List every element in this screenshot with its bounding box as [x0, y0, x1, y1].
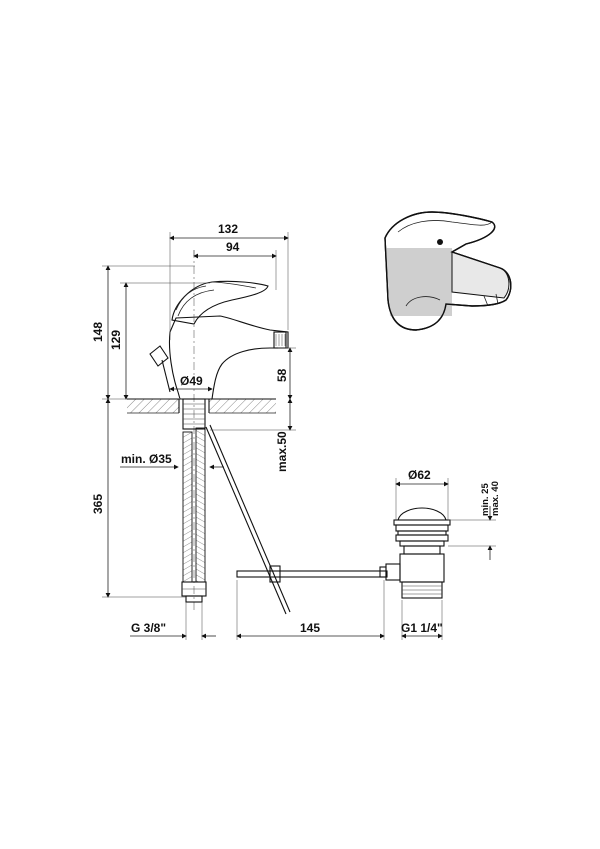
dim-365: 365: [91, 494, 105, 514]
dim-min-35: min. Ø35: [121, 452, 172, 466]
dim-132: 132: [218, 222, 238, 236]
waste-dimensions: Ø62 min. 25 max. 40 G1 1/4": [395, 468, 501, 640]
dim-g1-1-4: G1 1/4": [401, 621, 443, 635]
faucet-3d-illustration: [384, 211, 512, 331]
pop-up-waste: [379, 507, 451, 599]
dim-max-50: max.50: [275, 431, 289, 472]
horizontal-rod: [236, 570, 388, 578]
dim-58: 58: [275, 368, 289, 382]
faucet-dimensions: 132 94 148 129 Ø49 58 max.50 min. Ø35: [91, 222, 385, 640]
lever-handle: [171, 280, 269, 325]
pop-up-rod: [209, 424, 291, 613]
flex-hose-left: [182, 431, 193, 583]
pop-up-knob: [149, 345, 169, 367]
dim-62: Ø62: [408, 468, 431, 482]
dim-max-40: max. 40: [490, 481, 501, 516]
dim-min-25: min. 25: [480, 483, 491, 516]
dim-148: 148: [91, 322, 105, 342]
dim-94: 94: [226, 240, 240, 254]
dim-49: Ø49: [180, 374, 203, 388]
faucet-body: [168, 315, 289, 400]
faucet-side-view: [127, 250, 388, 615]
waste-body: [399, 553, 445, 583]
dim-g-3-8: G 3/8": [131, 621, 166, 635]
dim-129: 129: [109, 330, 123, 350]
flex-hose-right: [195, 427, 206, 583]
dim-145: 145: [300, 621, 320, 635]
waste-cap: [397, 507, 447, 521]
